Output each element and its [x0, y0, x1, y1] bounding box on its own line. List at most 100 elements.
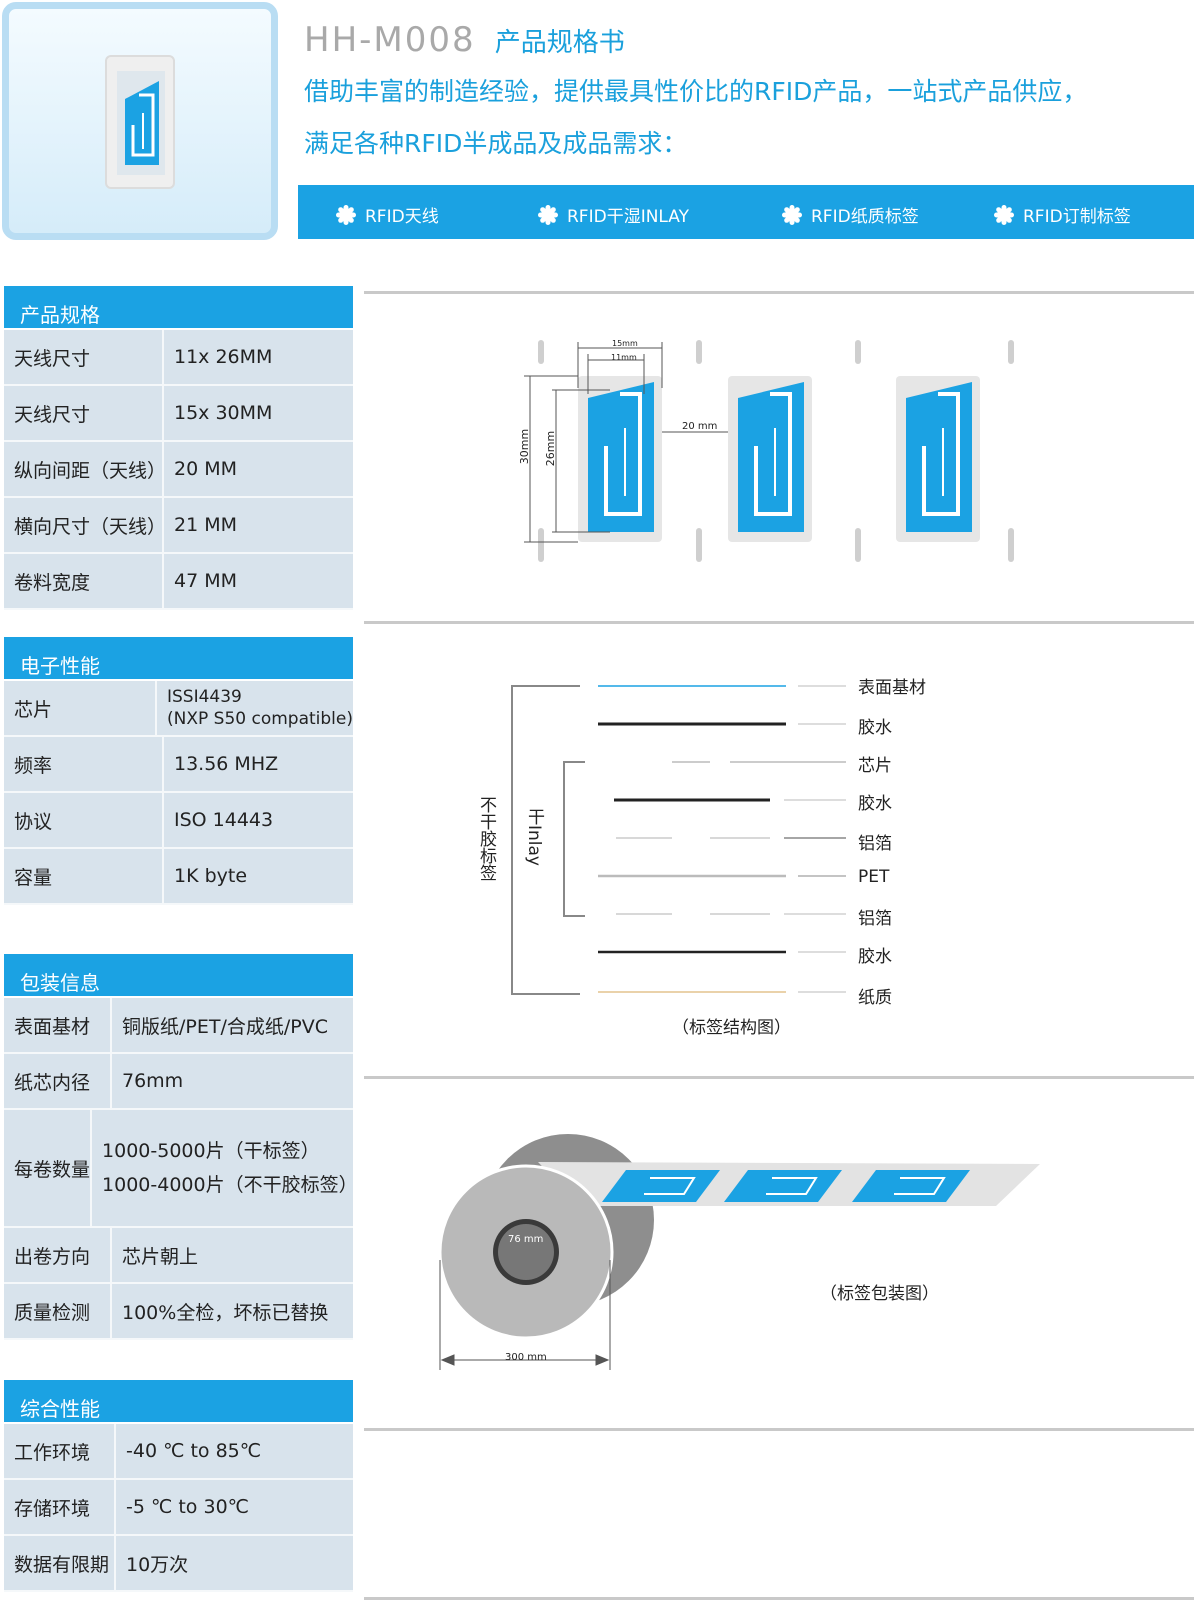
- divider: [364, 291, 1194, 294]
- packaging-section: 包装信息 表面基材 铜版纸/PET/合成纸/PVC 纸芯内径 76mm 每卷数量…: [4, 954, 358, 1340]
- product-thumbnail: [2, 2, 278, 240]
- row-key: 表面基材: [4, 998, 112, 1052]
- row-key: 存储环境: [4, 1480, 116, 1534]
- row-value: 76mm: [112, 1054, 183, 1108]
- table-row: 表面基材 铜版纸/PET/合成纸/PVC: [4, 998, 353, 1054]
- value-text: 47 MM: [174, 570, 238, 592]
- layer-label: 铝箔: [858, 834, 892, 854]
- document-title: 产品规格书: [494, 28, 625, 58]
- dimension-diagram: [524, 340, 1014, 562]
- row-key: 频率: [4, 737, 164, 791]
- row-key: 出卷方向: [4, 1228, 112, 1282]
- layer-label: 胶水: [858, 794, 892, 814]
- table-row: 数据有限期 10万次: [4, 1536, 353, 1592]
- width-outer-label: 15mm: [612, 339, 638, 348]
- roll-caption: （标签包装图）: [820, 1284, 939, 1304]
- layer-label: 铝箔: [858, 909, 892, 929]
- row-value: 11x 26MM: [164, 330, 272, 384]
- section-title: 产品规格: [4, 286, 353, 330]
- core-diameter-label: 76 mm: [508, 1234, 544, 1245]
- spec-section: 产品规格 天线尺寸 11x 26MM 天线尺寸 15x 30MM 纵向间距（天线…: [4, 286, 353, 610]
- row-value: 20 MM: [164, 442, 237, 496]
- bracket-label-outer: 不干胶标签: [476, 796, 496, 881]
- layer-label: PET: [858, 867, 890, 887]
- section-title: 包装信息: [4, 954, 353, 998]
- category-label: RFID订制标签: [1023, 207, 1131, 227]
- divider: [364, 1076, 1194, 1079]
- value-text: 100%全检，坏标已替换: [122, 1301, 329, 1324]
- roll-diagram: [438, 1134, 1040, 1370]
- value-text: 15x 30MM: [174, 402, 273, 424]
- divider: [364, 1597, 1194, 1600]
- row-key: 横向尺寸（天线）: [4, 498, 166, 552]
- height-inner-label: 26mm: [544, 430, 558, 467]
- row-key: 卷料宽度: [4, 554, 164, 608]
- row-value: 1K byte: [164, 849, 247, 903]
- burst-icon: [782, 204, 802, 225]
- slogan-line-2: 满足各种RFID半成品及成品需求：: [304, 129, 688, 158]
- value-text: 76mm: [122, 1070, 184, 1092]
- row-key: 工作环境: [4, 1424, 116, 1478]
- model-number: HH-M008: [304, 20, 476, 60]
- row-value: 100%全检，坏标已替换: [112, 1284, 328, 1338]
- row-key: 纸芯内径: [4, 1054, 112, 1108]
- row-key: 协议: [4, 793, 164, 847]
- row-value: 芯片朝上: [112, 1228, 198, 1282]
- value-text: -40 ℃ to 85℃: [126, 1440, 262, 1462]
- row-value: 15x 30MM: [164, 386, 272, 440]
- value-text: 10万次: [126, 1553, 189, 1576]
- structure-diagram: [511, 685, 846, 995]
- product-category-bar: RFID天线 RFID干湿INLAY RFID纸质标签 RFID订制标签: [298, 185, 1194, 239]
- category-rfid-antenna[interactable]: RFID天线: [336, 202, 439, 227]
- category-rfid-custom-label[interactable]: RFID订制标签: [994, 202, 1131, 227]
- row-value: ISSI4439 (NXP S50 compatible): [157, 681, 353, 735]
- section-title: 综合性能: [4, 1380, 353, 1424]
- row-value: 10万次: [116, 1536, 188, 1590]
- layer-label: 芯片: [858, 756, 892, 776]
- table-row: 每卷数量 1000-5000片（干标签） 1000-4000片（不干胶标签）: [4, 1110, 358, 1228]
- table-row: 芯片 ISSI4439 (NXP S50 compatible): [4, 681, 353, 737]
- row-value: 1000-5000片（干标签） 1000-4000片（不干胶标签）: [92, 1110, 358, 1226]
- section-title: 电子性能: [4, 637, 353, 681]
- roll-width-label: 300 mm: [505, 1352, 547, 1363]
- gap-label: 20 mm: [682, 421, 718, 432]
- row-key: 容量: [4, 849, 164, 903]
- value-text: -5 ℃ to 30℃: [126, 1496, 249, 1518]
- category-label: RFID天线: [365, 207, 439, 227]
- divider: [364, 621, 1194, 624]
- row-key: 纵向间距（天线）: [4, 442, 166, 496]
- table-row: 质量检测 100%全检，坏标已替换: [4, 1284, 353, 1340]
- table-row: 出卷方向 芯片朝上: [4, 1228, 353, 1284]
- layer-label: 胶水: [858, 718, 892, 738]
- row-value: -5 ℃ to 30℃: [116, 1480, 249, 1534]
- row-value: 13.56 MHZ: [164, 737, 278, 791]
- table-row: 天线尺寸 15x 30MM: [4, 386, 353, 442]
- electronic-section: 电子性能 芯片 ISSI4439 (NXP S50 compatible) 频率…: [4, 637, 353, 905]
- height-outer-label: 30mm: [518, 428, 532, 465]
- table-row: 卷料宽度 47 MM: [4, 554, 353, 610]
- row-value: ISO 14443: [164, 793, 273, 847]
- category-rfid-paper-label[interactable]: RFID纸质标签: [782, 202, 919, 227]
- table-row: 工作环境 -40 ℃ to 85℃: [4, 1424, 353, 1480]
- row-key: 天线尺寸: [4, 386, 164, 440]
- value-text: 20 MM: [174, 458, 238, 480]
- value-text: ISSI4439: [167, 687, 242, 707]
- value-text-secondary: 1000-4000片（不干胶标签）: [102, 1174, 358, 1196]
- layer-label: 表面基材: [858, 678, 926, 698]
- category-label: RFID纸质标签: [811, 207, 919, 227]
- layer-label: 胶水: [858, 947, 892, 967]
- general-section: 综合性能 工作环境 -40 ℃ to 85℃ 存储环境 -5 ℃ to 30℃ …: [4, 1380, 353, 1592]
- table-row: 容量 1K byte: [4, 849, 353, 905]
- title-line: HH-M008 产品规格书: [304, 20, 625, 60]
- row-key: 质量检测: [4, 1284, 112, 1338]
- category-rfid-inlay[interactable]: RFID干湿INLAY: [538, 202, 689, 227]
- table-row: 协议 ISO 14443: [4, 793, 353, 849]
- divider: [364, 1428, 1194, 1431]
- bracket-label-inner: 干Inlay: [524, 808, 544, 866]
- width-inner-label: 11mm: [611, 353, 637, 362]
- inlay-tag-image: [105, 55, 175, 189]
- row-key: 数据有限期: [4, 1536, 116, 1590]
- table-row: 纵向间距（天线） 20 MM: [4, 442, 353, 498]
- value-text: 1000-5000片（干标签）: [102, 1140, 320, 1162]
- burst-icon: [336, 204, 356, 225]
